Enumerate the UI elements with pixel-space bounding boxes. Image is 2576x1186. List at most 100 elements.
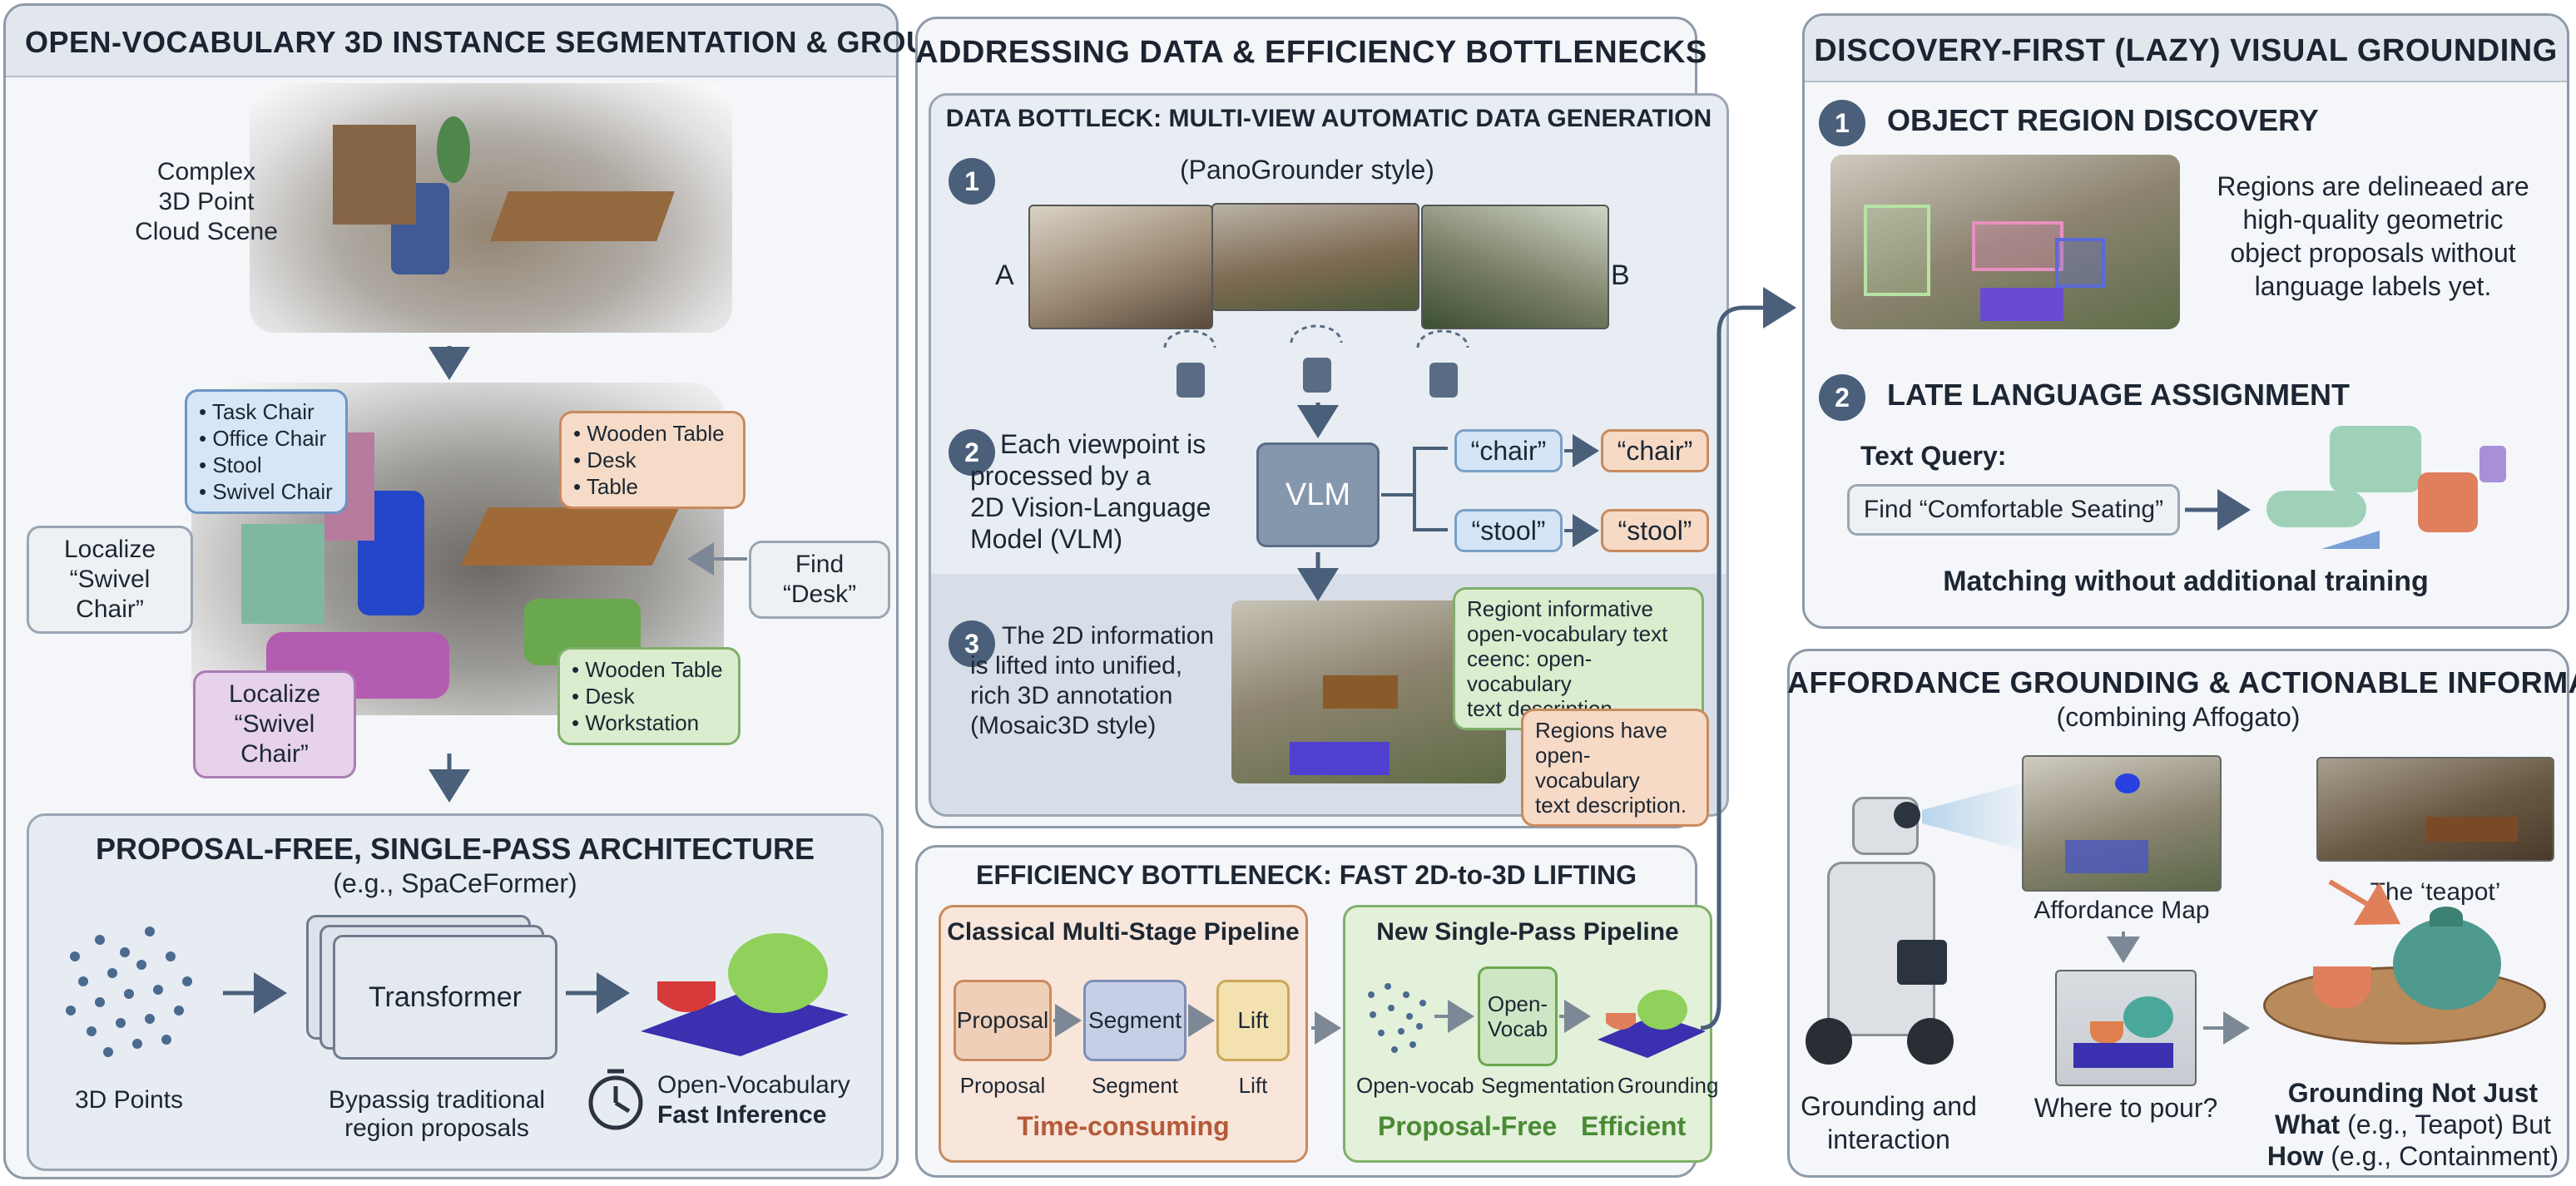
orange-note-line: text description. <box>1535 793 1687 818</box>
step-1-badge: 1 <box>949 158 995 205</box>
affordance-highlight <box>2115 773 2140 793</box>
robot-caption-1: Grounding and <box>1801 1091 1977 1121</box>
region-box-left <box>1864 205 1930 296</box>
seating-armchair <box>2418 472 2478 532</box>
green-candidate: Desk <box>572 683 726 709</box>
proposal-free-label: Proposal-Free <box>1378 1111 1558 1141</box>
region-box-chair <box>2055 238 2105 288</box>
final-how: How <box>2266 1141 2324 1171</box>
proposal-free-title: PROPOSAL-FREE, SINGLE-PASS ARCHITECTURE <box>95 832 815 866</box>
region-box-table <box>1972 221 2063 271</box>
grounding-caption: Grounding <box>1617 1073 1719 1098</box>
camera-icon <box>1163 329 1216 398</box>
step-2-line-3: 2D Vision-Language <box>970 492 1211 522</box>
step-3-line-4: (Mosaic3D style) <box>970 712 1157 739</box>
proposal-free-subtitle: (e.g., SpaCeFormer) <box>333 868 577 898</box>
region-discovery-title: OBJECT REGION DISCOVERY <box>1887 103 2319 137</box>
step-3-line-3: rich 3D annotation <box>970 682 1173 709</box>
chair-candidate: Task Chair <box>199 398 334 425</box>
orange-note-line: Regions have <box>1535 718 1667 743</box>
segmentation-caption: Segmentation <box>1481 1073 1615 1098</box>
final-line-1: Grounding Not Just <box>2263 1078 2563 1109</box>
final-what: What <box>2275 1109 2341 1139</box>
regions-line-1: Regions are delineaed are <box>2217 171 2529 201</box>
panel-middle-title: ADDRESSING DATA & EFFICIENCY BOTTLENECKS <box>915 35 1707 70</box>
localize-query: “Swivel Chair” <box>234 710 315 768</box>
seating-small <box>2479 446 2506 482</box>
affordance-floor <box>2065 840 2148 873</box>
chip-stool-1: “stool” <box>1454 509 1563 552</box>
affordance-map-image <box>2022 755 2222 892</box>
bubble-green-candidates: Wooden Table Desk Workstation <box>557 647 741 745</box>
classical-title: Classical Multi-Stage Pipeline <box>947 918 1300 946</box>
open-vocab-line: Vocab <box>1487 1016 1548 1041</box>
segmented-scene-image <box>191 383 724 715</box>
view-a-label: A <box>995 259 1014 291</box>
robot-wheel <box>1907 1018 1954 1065</box>
robot-wheel <box>1806 1018 1852 1065</box>
final-cup <box>2313 966 2371 1008</box>
step-2-line-1: Each viewpoint is <box>1000 429 1206 459</box>
panel-rt-header <box>1805 16 2567 82</box>
late-language-badge: 2 <box>1819 374 1865 421</box>
single-pass-title: New Single-Pass Pipeline <box>1376 918 1679 946</box>
point-dots <box>66 927 192 1057</box>
chair-candidate: Swivel Chair <box>199 478 334 505</box>
panel-left-header <box>6 6 896 77</box>
teapot-scene-table <box>2426 817 2518 842</box>
final-how-detail: (e.g., Containment) <box>2323 1141 2559 1171</box>
scene-label-2: 3D Point <box>158 188 255 215</box>
final-line-3: How (e.g., Containment) <box>2263 1141 2563 1172</box>
robot-caption-2: interaction <box>1827 1124 1950 1154</box>
lift-block: Lift <box>1216 980 1290 1061</box>
efficient-label: Efficient <box>1581 1111 1687 1141</box>
green-note-line: ceenc: open-vocabulary <box>1467 646 1593 696</box>
open-vocab-block: Open- Vocab <box>1478 966 1558 1066</box>
view-image-a <box>1028 205 1213 329</box>
final-what-detail: (e.g., Teapot) But <box>2340 1109 2551 1139</box>
seating-sofa <box>2330 426 2421 492</box>
bubble-chair-candidates: Task Chair Office Chair Stool Swivel Cha… <box>185 389 348 514</box>
orange-note-line: open-vocabulary <box>1535 743 1640 793</box>
plant-shape <box>437 116 470 183</box>
panel-right-top-title: DISCOVERY-FIRST (LAZY) VISUAL GROUNDING <box>1814 33 2558 68</box>
region-discovery-image <box>1830 155 2180 329</box>
vlm-block: VLM <box>1256 442 1380 547</box>
regions-line-4: language labels yet. <box>2254 271 2492 301</box>
step-2-line-2: processed by a <box>970 461 1152 491</box>
efficiency-title: EFFICIENCY BOTTLENECK: FAST 2D-to-3D LIF… <box>975 860 1637 890</box>
annotation-table <box>1323 675 1398 709</box>
localize-swivel-chair-bottom: Localize “Swivel Chair” <box>193 670 356 778</box>
teapot-output-icon <box>641 933 849 1056</box>
panel-left-title: OPEN-VOCABULARY 3D INSTANCE SEGMENTATION… <box>25 25 1028 59</box>
chip-stool-2: “stool” <box>1601 509 1709 552</box>
bypass-label-1: Bypassig traditional <box>328 1086 546 1114</box>
robot-screen <box>1897 940 1947 985</box>
table-candidate: Wooden Table <box>573 420 731 447</box>
camera-icon <box>1290 324 1343 393</box>
bypass-label-2: region proposals <box>344 1114 529 1142</box>
view-image-center <box>1211 203 1419 311</box>
segment-caption: Segment <box>1091 1073 1179 1098</box>
localize-query: “Swivel Chair” <box>69 566 151 623</box>
points-label: 3D Points <box>74 1086 184 1114</box>
localize-swivel-chair-left: Localize “Swivel Chair” <box>27 526 193 634</box>
stopwatch-icon <box>588 1069 643 1130</box>
fast-label-1: Open-Vocabulary <box>657 1071 850 1099</box>
chip-chair-1: “chair” <box>1454 429 1563 472</box>
robot-camera <box>1894 802 1920 828</box>
affordance-map-label: Affordance Map <box>2034 897 2210 924</box>
table-candidate: Table <box>573 473 731 500</box>
green-candidate: Workstation <box>572 709 726 736</box>
seating-blob <box>2266 491 2366 527</box>
data-bottleneck-title: DATA BOTTLECK: MULTI-VIEW AUTOMATIC DATA… <box>945 105 1712 132</box>
orange-note: Regions have open-vocabulary text descri… <box>1521 709 1709 827</box>
view-b-label: B <box>1611 259 1630 291</box>
step-2-line-4: Model (VLM) <box>970 524 1123 554</box>
teapot-scene-image <box>2316 757 2554 862</box>
lift-caption: Lift <box>1238 1073 1268 1098</box>
panel-right-bottom-title: AFFORDANCE GROUNDING & ACTIONABLE INFORM… <box>1787 665 2576 699</box>
chip-chair-2: “chair” <box>1601 429 1709 472</box>
step-2-badge: 2 <box>949 429 995 476</box>
